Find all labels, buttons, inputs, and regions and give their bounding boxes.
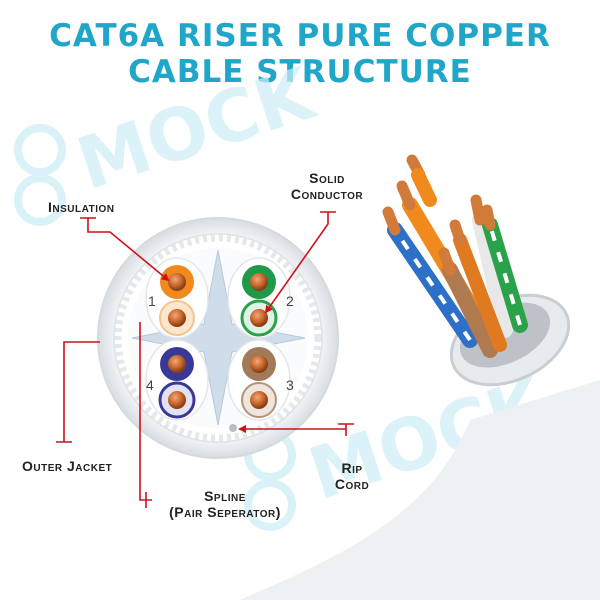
label-rip: Rip <box>341 460 363 476</box>
label-pair-separator: (Pair Seperator) <box>169 504 281 520</box>
label-conductor: Conductor <box>290 186 364 202</box>
pair-number-2: 2 <box>286 293 294 309</box>
title-line-1: CAT6A RISER PURE COPPER <box>49 18 551 54</box>
pair-number-3: 3 <box>286 377 294 393</box>
pair-number-1: 1 <box>148 293 156 309</box>
insulation-arrow <box>80 217 168 280</box>
conductor-arrow <box>266 211 336 312</box>
cable-illustration <box>240 154 600 600</box>
pair-number-4: 4 <box>146 377 154 393</box>
spline-line <box>139 322 152 508</box>
outer-jacket-line <box>56 341 100 443</box>
label-solid: Solid <box>309 170 345 186</box>
title-line-2: CABLE STRUCTURE <box>128 54 472 90</box>
label-rip-cord: Rip Cord <box>322 460 382 492</box>
callout-lines <box>56 211 354 508</box>
label-insulation: Insulation <box>48 199 115 215</box>
label-spline: Spline (Pair Seperator) <box>150 488 300 520</box>
rip-cord-arrow <box>240 424 354 436</box>
label-spline-title: Spline <box>204 488 246 504</box>
label-outer-jacket: Outer Jacket <box>22 458 113 474</box>
cable-cross-section <box>97 217 339 459</box>
label-solid-conductor: Solid Conductor <box>282 170 372 202</box>
label-cord: Cord <box>334 476 370 492</box>
